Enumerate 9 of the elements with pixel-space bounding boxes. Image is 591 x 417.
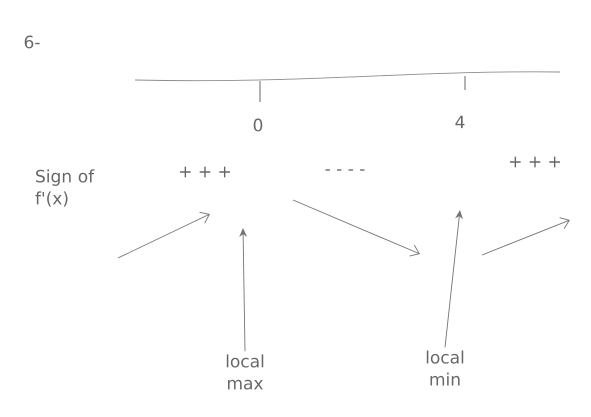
problem-number: 6- [24, 36, 40, 48]
sign-marks: + + + [510, 156, 560, 168]
annotation-text: local max [226, 354, 264, 390]
tick-label: 0 [254, 118, 262, 132]
axis-label: Sign of f'(x) [35, 169, 94, 207]
tick-label: 4 [455, 116, 464, 128]
sign-marks: + + + [180, 166, 230, 178]
sign-marks: - - - - [325, 169, 365, 171]
annotation-text: local min [426, 350, 464, 386]
